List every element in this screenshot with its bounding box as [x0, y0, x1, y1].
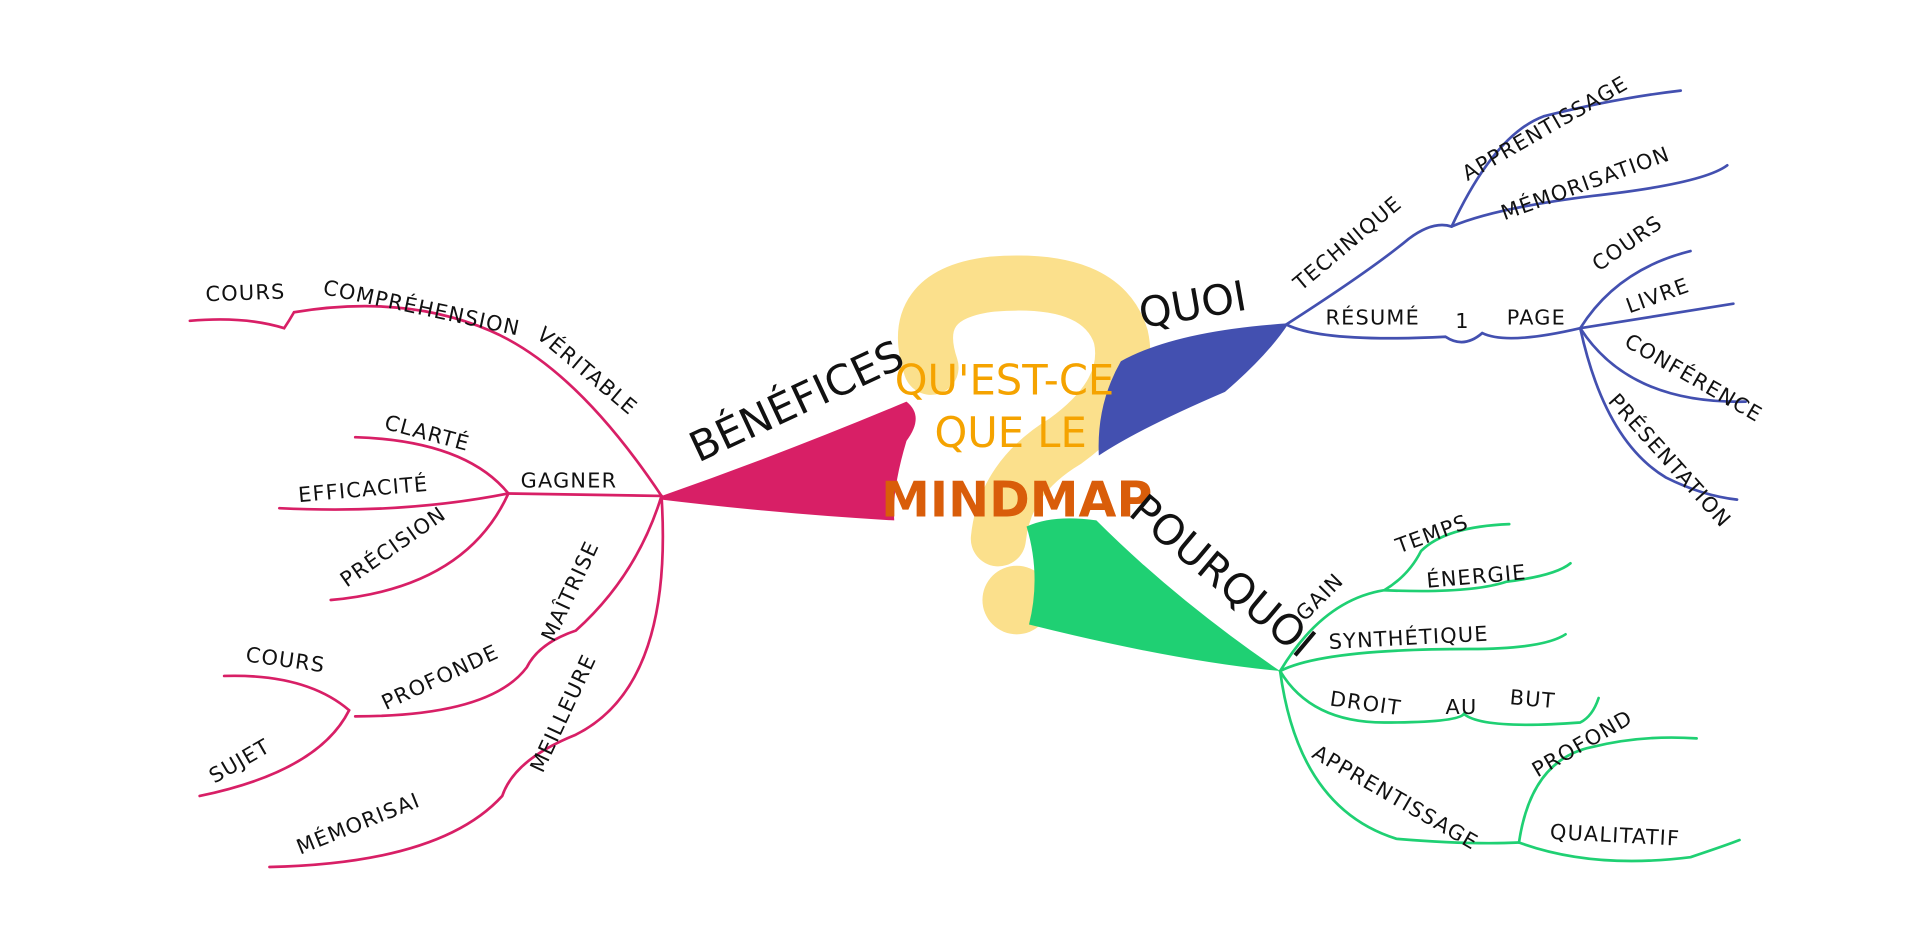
label-sujet: SUJET — [205, 734, 275, 788]
label-profond: PROFOND — [1528, 705, 1637, 782]
label-energie: ÉNERGIE — [1425, 559, 1527, 593]
center-title-line2: QUE LE — [934, 408, 1086, 457]
label-droit: DROIT — [1328, 687, 1402, 721]
label-qualitatif: QUALITATIF — [1549, 820, 1680, 851]
label-maitrise: MAÎTRISE — [536, 537, 604, 645]
label-cours-2: COURS — [244, 642, 327, 677]
quoi-trunk — [1098, 323, 1289, 456]
label-presentation: PRÉSENTATION — [1603, 388, 1736, 532]
label-precision: PRÉCISION — [335, 501, 450, 592]
quoi-branches — [1284, 89, 1747, 501]
label-profonde: PROFONDE — [378, 640, 503, 715]
center-title-line1: QU'EST-CE — [895, 355, 1114, 404]
label-resume: RÉSUMÉ — [1325, 305, 1420, 330]
label-au: AU — [1446, 695, 1478, 719]
label-temps: TEMPS — [1392, 510, 1472, 559]
label-meilleure: MEILLEURE — [525, 650, 601, 776]
label-memorisai: MÉMORISAI — [293, 787, 424, 859]
center-title-mindmap: MINDMAP — [881, 472, 1152, 529]
label-page: PAGE — [1507, 306, 1566, 330]
label-efficacite: EFFICACITÉ — [297, 471, 429, 507]
label-technique: TECHNIQUE — [1288, 191, 1407, 296]
label-veritable: VÉRITABLE — [532, 321, 643, 419]
quoi-title: QUOI — [1135, 271, 1250, 338]
label-1: 1 — [1455, 309, 1469, 333]
label-cours: COURS — [205, 279, 286, 306]
benefices-trunk — [661, 401, 916, 521]
label-gagner: GAGNER — [521, 468, 618, 492]
pourquoi-trunk — [1026, 518, 1281, 672]
label-clarte: CLARTÉ — [382, 409, 473, 456]
label-cours-quoi: COURS — [1588, 210, 1667, 276]
label-gain: GAIN — [1291, 568, 1348, 625]
label-but: BUT — [1509, 685, 1557, 713]
pourquoi-branches — [1278, 522, 1741, 863]
benefices-branches — [188, 304, 665, 869]
